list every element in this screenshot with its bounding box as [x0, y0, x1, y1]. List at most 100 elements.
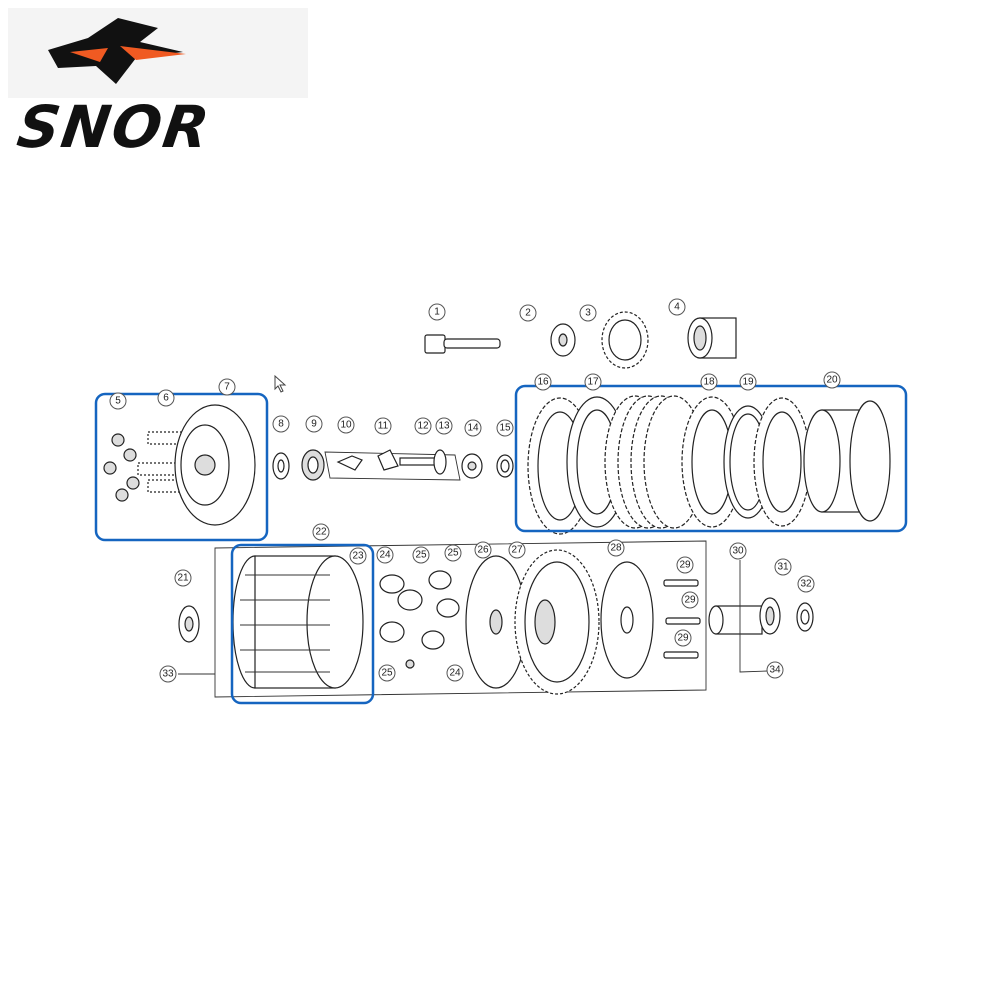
svg-text:6: 6	[163, 393, 169, 404]
part-30-sleeve	[708, 605, 763, 635]
svg-text:30: 30	[732, 546, 744, 557]
callout-17: 17	[584, 373, 602, 391]
callout-16: 16	[534, 373, 552, 391]
svg-text:10: 10	[340, 420, 352, 431]
callout-20: 20	[823, 371, 841, 389]
svg-text:23: 23	[352, 551, 364, 562]
callout-22: 22	[312, 523, 330, 541]
svg-text:14: 14	[467, 423, 479, 434]
svg-text:20: 20	[826, 375, 838, 386]
assembly-frame	[214, 540, 707, 698]
callout-26: 26	[474, 541, 492, 559]
svg-text:21: 21	[177, 573, 189, 584]
svg-text:24: 24	[379, 550, 391, 561]
callout-25b: 25	[444, 544, 462, 562]
svg-text:29: 29	[684, 595, 696, 606]
callout-24a: 24	[376, 546, 394, 564]
callout-29a: 29	[676, 556, 694, 574]
svg-text:28: 28	[610, 543, 622, 554]
callout-3: 3	[579, 304, 597, 322]
mouse-cursor-icon	[274, 374, 287, 393]
svg-text:25: 25	[447, 548, 459, 559]
callout-25a: 25	[412, 546, 430, 564]
callout-18: 18	[700, 373, 718, 391]
svg-text:2: 2	[525, 308, 531, 319]
callout-29b: 29	[681, 591, 699, 609]
part-19b-disc	[753, 397, 811, 527]
part-28-plate	[600, 561, 654, 679]
callout-1: 1	[428, 303, 446, 321]
part-1-bolt	[424, 334, 501, 354]
callout-12: 12	[414, 417, 432, 435]
part-7-pressure-plate	[174, 404, 256, 526]
callout-34: 34	[766, 661, 784, 679]
part-22-clutch-basket	[232, 555, 364, 689]
svg-text:25: 25	[381, 668, 393, 679]
svg-text:26: 26	[477, 545, 489, 556]
highlight-clutch-basket	[230, 543, 375, 705]
part-32-washer	[796, 602, 814, 632]
part-27-primary-gear	[514, 549, 600, 695]
svg-text:7: 7	[224, 382, 230, 393]
svg-text:5: 5	[115, 396, 121, 407]
svg-text:18: 18	[703, 377, 715, 388]
svg-text:8: 8	[278, 419, 284, 430]
callout-13: 13	[435, 417, 453, 435]
part-3-gear	[601, 311, 649, 369]
svg-text:12: 12	[417, 421, 429, 432]
part-5-bolts	[103, 433, 140, 502]
svg-text:1: 1	[434, 307, 440, 318]
callout-15: 15	[496, 419, 514, 437]
svg-text:19: 19	[742, 377, 754, 388]
part-18-disc	[681, 396, 743, 528]
callout-33: 33	[159, 665, 177, 683]
brand-logo: SNOR	[8, 8, 308, 161]
callout-5: 5	[109, 392, 127, 410]
svg-text:29: 29	[679, 560, 691, 571]
callout-25c: 25	[378, 664, 396, 682]
callout-30: 30	[729, 542, 747, 560]
callout-8: 8	[272, 415, 290, 433]
part-8-washer	[272, 452, 290, 480]
svg-text:31: 31	[777, 562, 789, 573]
logo-emblem-icon	[48, 18, 186, 84]
part-26-cushion-plate	[465, 555, 527, 689]
svg-text:16: 16	[537, 377, 549, 388]
part-4-bushing	[687, 317, 737, 359]
callout-23: 23	[349, 547, 367, 565]
callout-32: 32	[797, 575, 815, 593]
svg-text:15: 15	[499, 423, 511, 434]
callout-21: 21	[174, 569, 192, 587]
svg-text:9: 9	[311, 419, 317, 430]
callout-7: 7	[218, 378, 236, 396]
svg-text:17: 17	[587, 377, 599, 388]
callout-9: 9	[305, 415, 323, 433]
part-24-25-dampers	[379, 570, 460, 669]
callout-11: 11	[374, 417, 392, 435]
svg-text:13: 13	[438, 421, 450, 432]
part-10-11-12-rod-assembly	[324, 449, 461, 481]
svg-text:34: 34	[769, 665, 781, 676]
part-9-bearing	[301, 449, 325, 481]
callout-24b: 24	[446, 664, 464, 682]
svg-text:27: 27	[511, 545, 523, 556]
part-21-bushing	[178, 605, 200, 643]
callout-28: 28	[607, 539, 625, 557]
part-20-inner-hub	[803, 400, 891, 522]
svg-text:33: 33	[162, 669, 174, 680]
part-29-bolts	[663, 579, 701, 659]
svg-text:24: 24	[449, 668, 461, 679]
callout-29c: 29	[674, 629, 692, 647]
callout-31: 31	[774, 558, 792, 576]
svg-text:4: 4	[674, 302, 680, 313]
svg-text:3: 3	[585, 308, 591, 319]
part-31-spacer	[759, 597, 781, 635]
part-2-washer	[550, 323, 576, 357]
callout-10: 10	[337, 416, 355, 434]
part-14-nut	[461, 453, 483, 479]
svg-text:11: 11	[378, 421, 389, 432]
svg-text:29: 29	[677, 633, 689, 644]
callout-19: 19	[739, 373, 757, 391]
callout-6: 6	[157, 389, 175, 407]
